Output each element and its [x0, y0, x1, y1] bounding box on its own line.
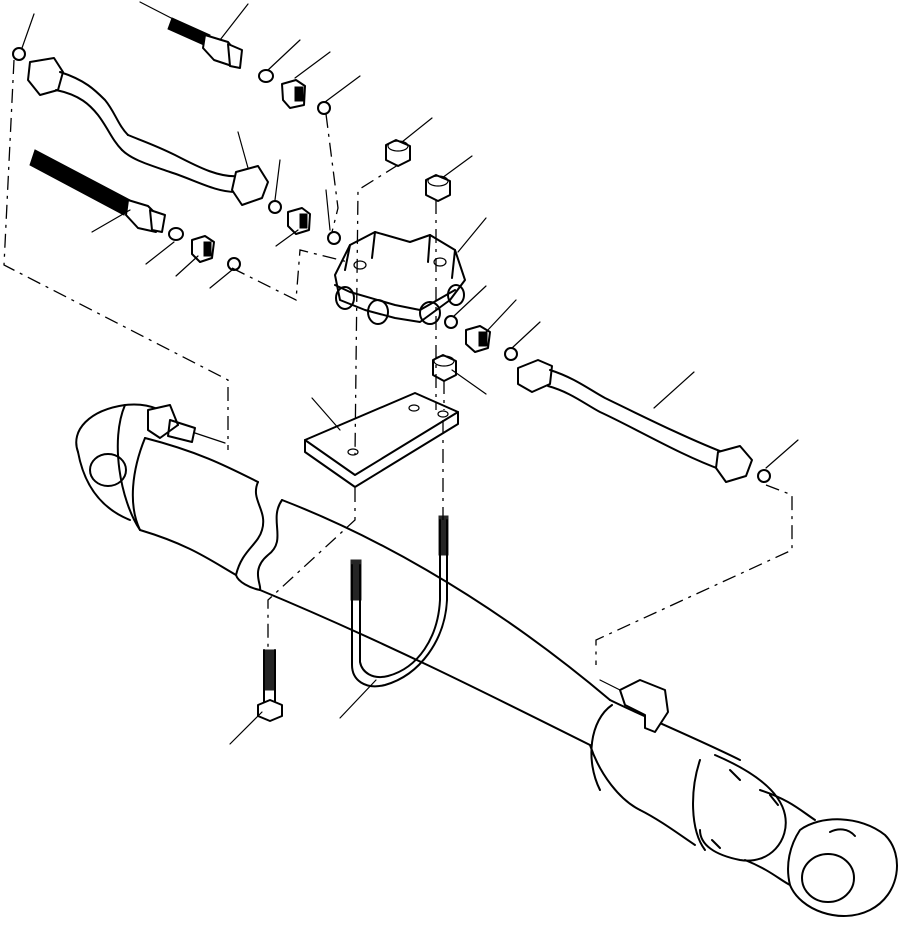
o-ring	[227, 257, 241, 271]
o-ring	[504, 347, 518, 361]
upper-hose-with-fitting	[167, 17, 243, 69]
valve-block	[334, 231, 466, 325]
adapter-fitting	[191, 235, 215, 263]
o-ring	[258, 69, 274, 83]
o-ring	[444, 315, 458, 329]
u-bolt	[350, 515, 449, 688]
cylinder-port-fitting-right	[599, 679, 669, 733]
o-ring	[268, 200, 282, 214]
mounting-plate	[304, 392, 459, 488]
hydraulic-cylinder	[75, 403, 898, 917]
nut	[425, 174, 451, 202]
nut	[432, 354, 457, 382]
adapter-fitting	[465, 325, 491, 353]
bent-tube	[27, 57, 269, 206]
assembly-lines	[3, 59, 793, 665]
o-ring	[757, 469, 771, 483]
nut	[385, 139, 411, 167]
o-ring	[12, 47, 26, 61]
lower-hose-with-fitting	[29, 149, 166, 233]
cylinder-port-fitting-left	[147, 404, 226, 444]
bolt	[257, 649, 283, 722]
o-ring	[327, 231, 341, 245]
leader-lines	[21, 1, 799, 745]
right-tube	[517, 359, 753, 483]
adapter-fitting	[281, 79, 306, 109]
o-ring	[168, 227, 184, 241]
adapter-fitting	[287, 207, 311, 235]
o-ring	[317, 101, 331, 115]
